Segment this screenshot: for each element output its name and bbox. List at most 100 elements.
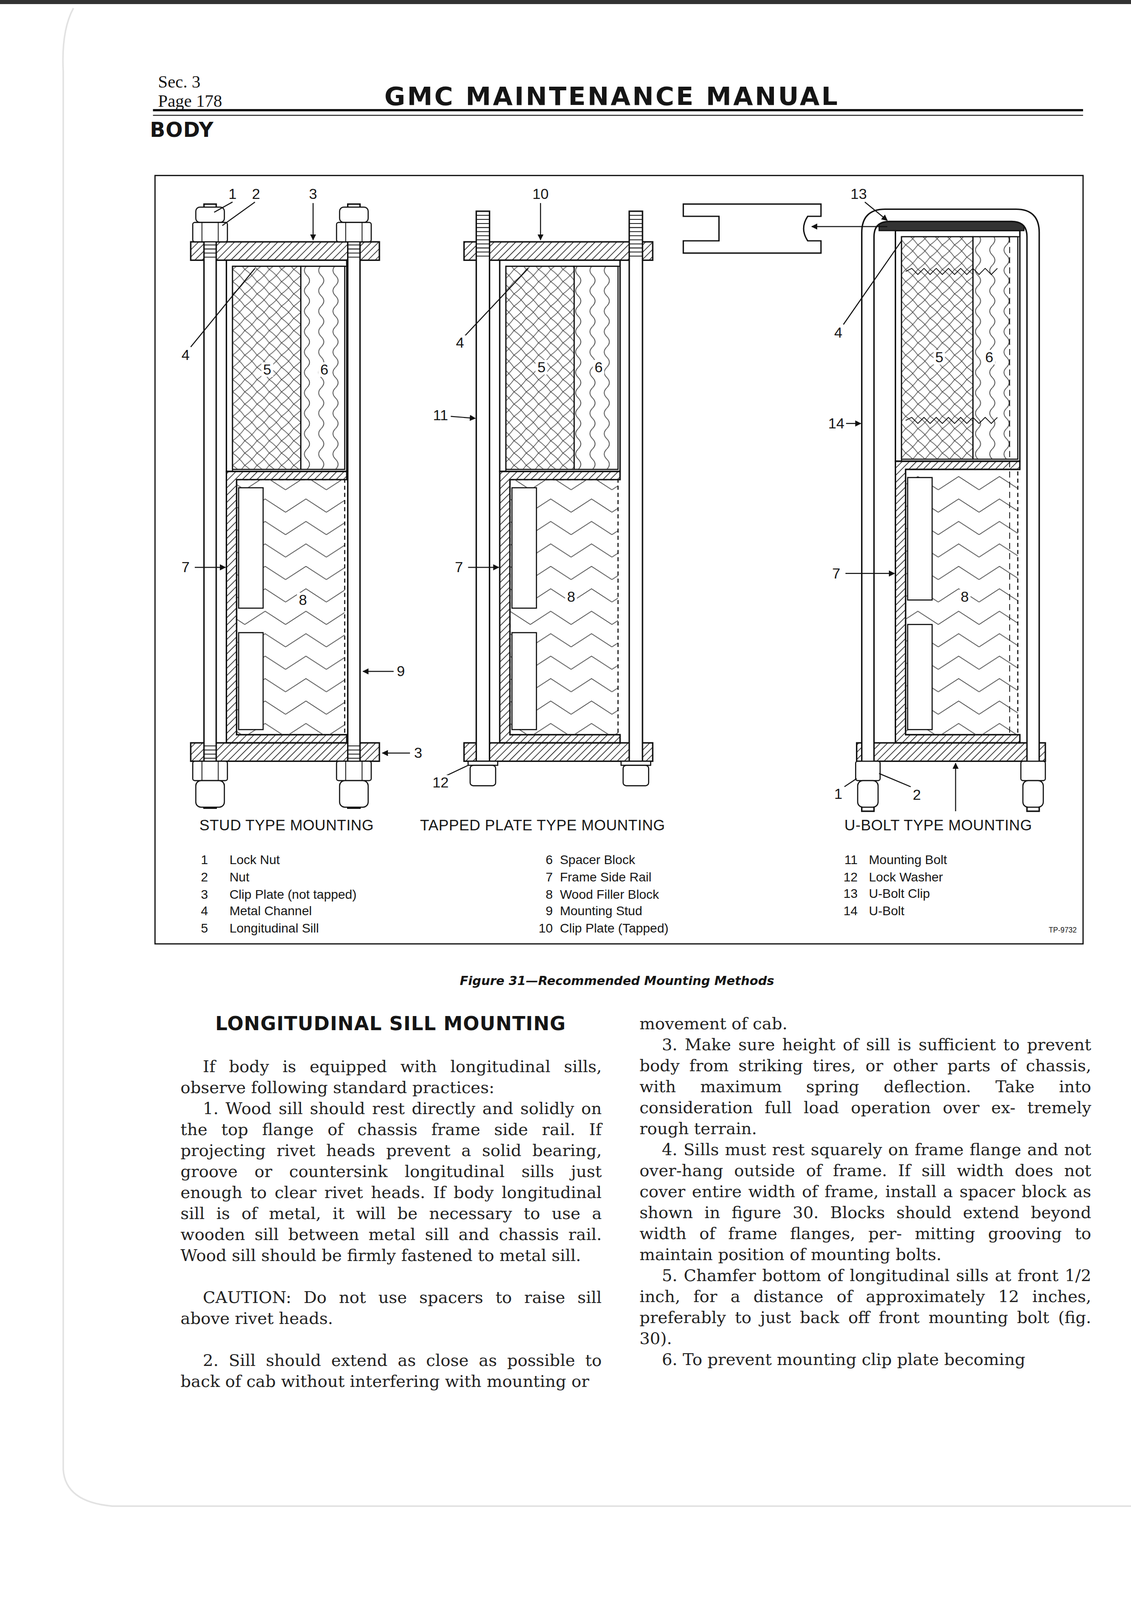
- u-bolt-mounting-part: [905, 469, 1018, 735]
- legend-number: 12: [843, 869, 858, 885]
- callout-number: 5: [261, 362, 274, 377]
- figure-title: TAPPED PLATE TYPE MOUNTING: [420, 816, 665, 834]
- stud-mounting-part: [336, 222, 372, 242]
- callout-number: 8: [959, 589, 971, 604]
- leader-lines-part: [843, 240, 902, 325]
- leader-lines-part: [450, 416, 476, 419]
- leader-lines-part: [446, 764, 468, 775]
- legend-text: Longitudinal Sill: [229, 920, 319, 936]
- leader-lines-part: [382, 752, 410, 753]
- tapped-plate-mounting-part: [622, 764, 649, 786]
- tapped-plate-mounting-part: [509, 479, 618, 735]
- u-bolt-mounting-part: [907, 477, 933, 600]
- legend-text: Mounting Stud: [560, 903, 643, 919]
- legend-text: Lock Washer: [868, 869, 943, 885]
- u-bolt-mounting-part: [879, 221, 1025, 231]
- body-paragraph: 6. To prevent mounting clip plate becomi…: [639, 1348, 1092, 1370]
- leader-lines-part: [539, 202, 541, 240]
- callout-number: 1: [832, 786, 845, 801]
- callout-number: 11: [430, 407, 450, 423]
- callout-number: 4: [832, 325, 845, 340]
- page-edge-part: [62, 8, 1131, 1506]
- legend-text: U-Bolt: [868, 903, 905, 919]
- u-bolt-mounting: [855, 209, 1046, 812]
- stud-mounting-part: [203, 244, 360, 758]
- body-paragraph: 1. Wood sill should rest directly and so…: [180, 1097, 602, 1266]
- tapped-plate-mounting-part: [499, 471, 621, 743]
- text-column: movement of cab.3. Make sure height of s…: [639, 1012, 1092, 1370]
- tapped-plate-mounting-part: [499, 259, 621, 472]
- legend-number: 6: [545, 852, 553, 867]
- u-bolt-mounting-part: [857, 780, 879, 807]
- page-section: Sec. 3: [158, 71, 201, 92]
- tapped-plate-mounting: [463, 211, 653, 786]
- stud-mounting-part: [336, 761, 372, 781]
- stud-mounting-part: [203, 203, 217, 808]
- legend-number: 11: [844, 852, 858, 867]
- stud-mounting-part: [226, 471, 347, 743]
- callout-number: 7: [830, 565, 843, 581]
- header-rule: [152, 110, 1083, 116]
- leader-lines: [190, 202, 956, 811]
- legend-text: Nut: [229, 869, 250, 885]
- legend-text: Clip Plate (not tapped): [229, 887, 357, 902]
- u-bolt-clip-detail: [683, 203, 821, 253]
- leader-lines-part: [465, 268, 529, 336]
- body-paragraph: CAUTION: Do not use spacers to raise sil…: [180, 1286, 602, 1329]
- leader-lines-part: [467, 566, 499, 568]
- u-bolt-mounting-part: [907, 624, 933, 730]
- u-bolt-mounting-part: [861, 764, 1040, 786]
- stud-mounting-part: [347, 203, 361, 808]
- figure-title: STUD TYPE MOUNTING: [199, 816, 374, 834]
- callout-number: 6: [318, 362, 331, 377]
- legend-number: 2: [201, 869, 209, 885]
- leader-lines-part: [864, 202, 888, 221]
- stud-mounting-part: [192, 761, 228, 781]
- figure-frame: [155, 175, 1084, 944]
- callout-number: 13: [848, 186, 869, 202]
- leader-lines-part: [845, 572, 895, 574]
- legend-number: 4: [201, 903, 209, 919]
- leader-lines-part: [954, 762, 956, 811]
- leader-lines-part: [363, 670, 394, 672]
- legend-text: Wood Filler Block: [560, 887, 659, 902]
- legend-text: Lock Nut: [229, 852, 281, 867]
- callout-number: 12: [430, 774, 451, 790]
- tapped-plate-mounting-part: [476, 215, 643, 256]
- leader-lines-part: [811, 225, 888, 227]
- section-heading: BODY: [150, 118, 214, 142]
- callout-number: 5: [933, 349, 946, 365]
- legend-number: 1: [201, 852, 209, 867]
- header-rule-part: [152, 114, 1083, 116]
- u-bolt-mounting-part: [895, 461, 1020, 743]
- stud-mounting-part: [238, 632, 264, 730]
- u-bolt-mounting-part: [901, 230, 1020, 461]
- tapped-plate-mounting-part: [505, 259, 620, 472]
- legend-text: U-Bolt Clip: [868, 886, 930, 901]
- stud-mounting-part: [339, 780, 369, 807]
- legend-number: 14: [843, 903, 858, 919]
- stud-mounting-part: [232, 266, 301, 470]
- u-bolt-mounting-part: [856, 742, 1046, 761]
- callout-number: 7: [452, 559, 465, 575]
- stud-mounting: [190, 203, 380, 808]
- u-bolt-clip-detail-part: [683, 203, 821, 253]
- u-bolt-mounting-part: [895, 230, 1020, 461]
- callout-number: 6: [592, 359, 605, 375]
- legend-text: Clip Plate (Tapped): [560, 920, 669, 936]
- tapped-plate-mounting-part: [470, 764, 496, 786]
- figure-title: U-BOLT TYPE MOUNTING: [844, 816, 1033, 834]
- figure-caption: Figure 31—Recommended Mounting Methods: [459, 973, 775, 988]
- leader-lines-part: [845, 422, 862, 424]
- callout-number: 8: [565, 589, 577, 604]
- leader-lines-part: [214, 202, 233, 213]
- leader-lines-part: [194, 566, 226, 568]
- legend-text: Mounting Bolt: [868, 852, 947, 867]
- callout-number: 2: [910, 787, 923, 802]
- stud-mounting-part: [226, 259, 347, 472]
- stud-mounting-part: [238, 487, 264, 608]
- body-paragraph: 3. Make sure height of sill is sufficien…: [639, 1033, 1092, 1139]
- tapped-plate-mounting-part: [463, 241, 653, 260]
- callout-number: 2: [249, 186, 262, 202]
- u-bolt-mounting-part: [905, 268, 998, 424]
